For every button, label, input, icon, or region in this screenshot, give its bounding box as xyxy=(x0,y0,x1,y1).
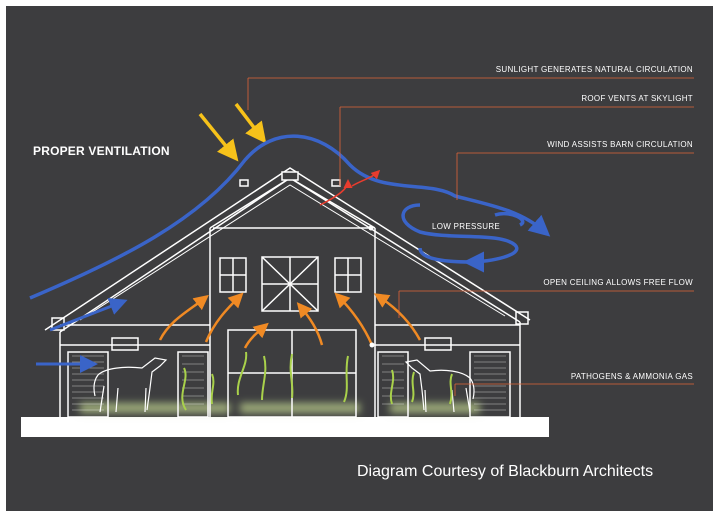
callout-wind: WIND ASSISTS BARN CIRCULATION xyxy=(547,140,693,149)
leader-dots xyxy=(368,225,375,348)
sunlight-arrows xyxy=(198,102,267,162)
sun-ray-1 xyxy=(198,112,239,162)
leader-pathogens xyxy=(454,383,694,396)
low-pressure-loop-1 xyxy=(401,203,519,273)
callout-roof-vents: ROOF VENTS AT SKYLIGHT xyxy=(581,94,693,103)
horse-left xyxy=(93,357,168,413)
ground-glow xyxy=(80,403,480,413)
low-pressure-loop-2 xyxy=(418,247,471,264)
leader-roof-vents xyxy=(339,106,694,186)
low-pressure-loop-3 xyxy=(494,212,525,227)
callout-pathogens: PATHOGENS & AMMONIA GAS xyxy=(570,372,693,381)
wind-flow xyxy=(29,134,551,300)
callout-sunlight: SUNLIGHT GENERATES NATURAL CIRCULATION xyxy=(495,65,693,74)
barn-outline xyxy=(44,167,531,418)
ground xyxy=(21,417,549,437)
warm-air xyxy=(158,292,422,349)
airflow-arc xyxy=(29,134,551,300)
leader-open-ceiling xyxy=(398,290,694,318)
roof-vent-arrows xyxy=(319,169,381,206)
inbound-air-1 xyxy=(49,297,128,332)
callout-open-ceiling: OPEN CEILING ALLOWS FREE FLOW xyxy=(543,278,693,287)
inbound-air xyxy=(36,297,128,373)
ground-slab xyxy=(21,417,549,437)
leader-lines xyxy=(247,77,694,396)
leader-wind xyxy=(456,152,694,200)
diagram-title: PROPER VENTILATION xyxy=(33,144,170,158)
roof-outer xyxy=(44,167,531,331)
horse-right xyxy=(404,359,475,413)
leader-sunlight xyxy=(247,77,694,110)
stall-grilles xyxy=(72,355,506,411)
credit-text: Diagram Courtesy of Blackburn Architects xyxy=(357,463,654,480)
sun-ray-2 xyxy=(234,102,267,144)
rising-gas xyxy=(181,351,453,411)
low-pressure-label: LOW PRESSURE xyxy=(432,222,501,231)
